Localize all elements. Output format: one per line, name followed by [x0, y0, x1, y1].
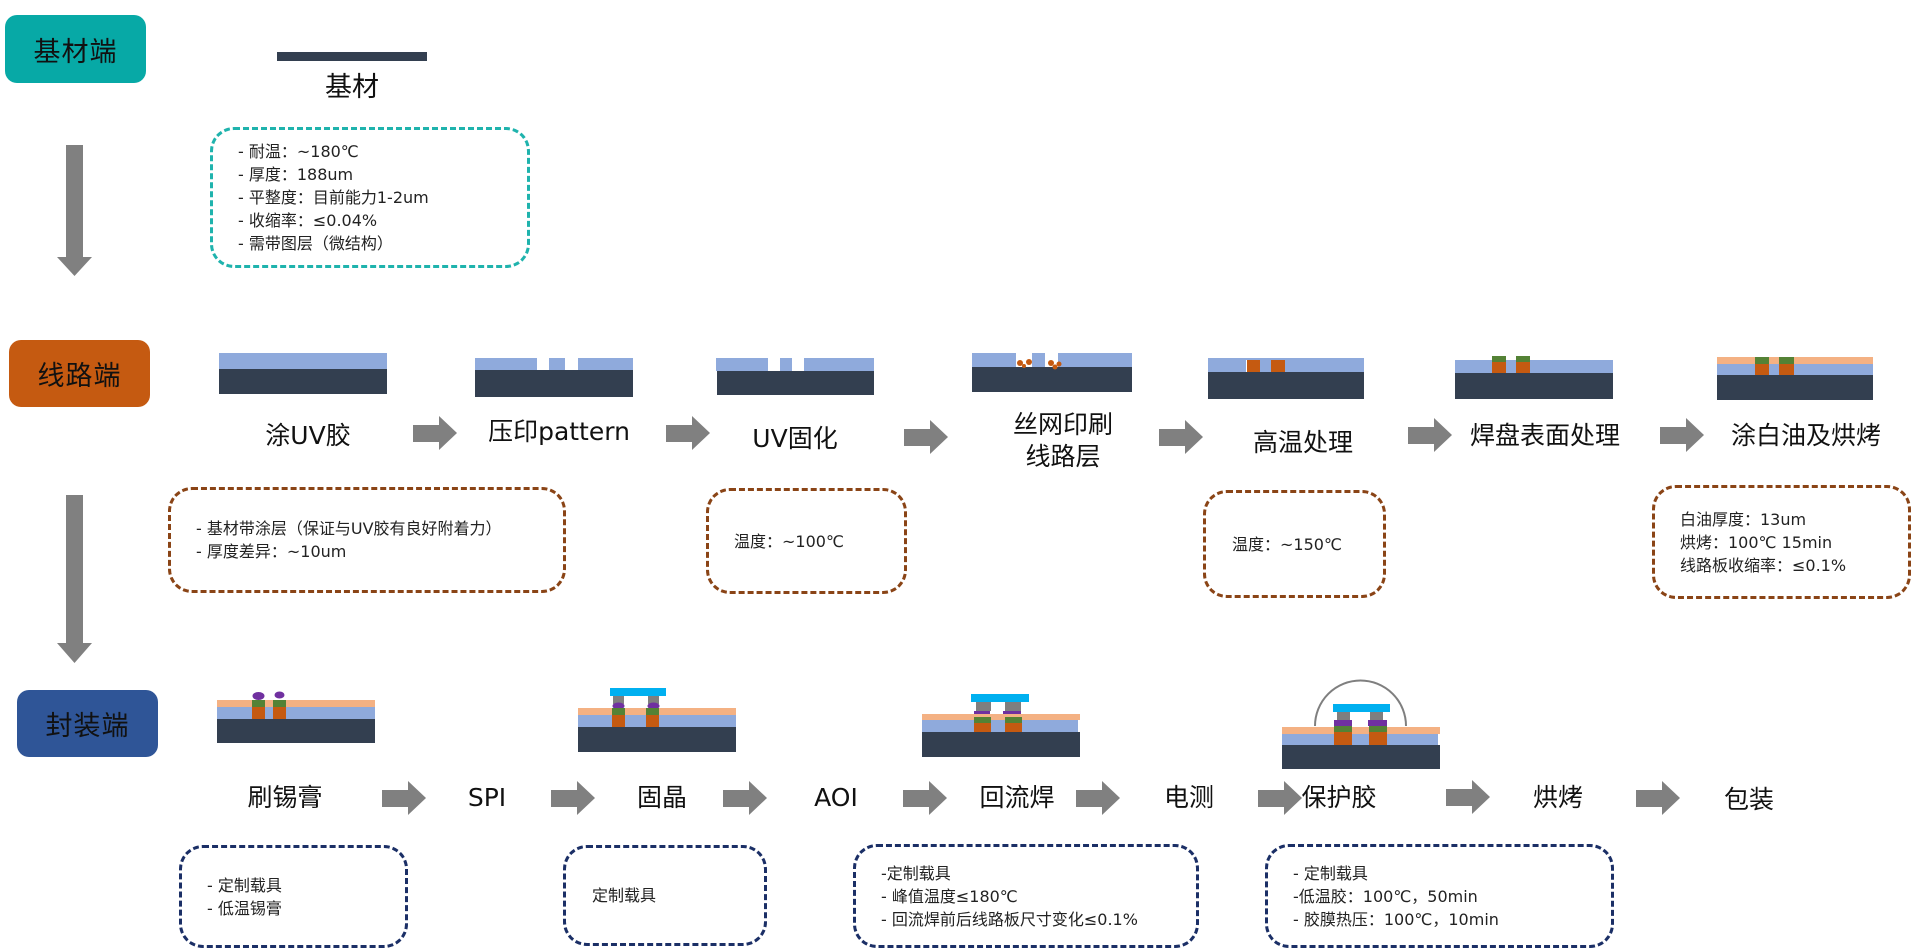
right-arrow-icon: [1258, 781, 1302, 815]
note-line: 白油厚度：13um: [1680, 509, 1807, 529]
note-solder-paste: - 定制载具 - 低温锡膏: [179, 845, 408, 948]
step-label-die-attach: 固晶: [636, 783, 688, 812]
right-arrow-icon: [413, 416, 457, 450]
note-line: - 耐温：~180℃: [238, 142, 359, 161]
step-label-substrate: 基材: [325, 72, 379, 103]
substrate-diagram: [277, 52, 427, 62]
note-line: 定制载具: [592, 886, 657, 905]
down-arrow-icon: [57, 145, 92, 276]
stage-badge-package: 封装端: [17, 690, 158, 757]
note-reflow: -定制载具 - 峰值温度≤180℃ - 回流焊前后线路板尺寸变化≤0.1%: [853, 844, 1199, 948]
right-arrow-icon: [382, 781, 426, 815]
note-line: - 胶膜热压：100℃，10min: [1293, 909, 1499, 929]
note-white-oil: 白油厚度：13um 烘烤：100℃ 15min 线路板收缩率：≤0.1%: [1652, 485, 1911, 599]
step-label-white-oil: 涂白油及烘烤: [1730, 421, 1882, 450]
step-label-aoi: AOI: [814, 783, 858, 812]
right-arrow-icon: [904, 420, 948, 454]
note-uv-coat: - 基材带涂层（保证与UV胶有良好附着力） - 厚度差异：~10um: [168, 487, 566, 593]
stage-badge-substrate: 基材端: [5, 15, 146, 83]
diagram-high-temp: [1208, 358, 1364, 400]
diagram-die-attach: [578, 688, 736, 752]
diagram-reflow: [922, 694, 1080, 758]
note-line: - 基材带涂层（保证与UV胶有良好附着力）: [196, 519, 502, 538]
note-line: - 低温锡膏: [207, 898, 282, 918]
diagram-uv-cure: [716, 358, 874, 398]
note-line: 温度：~100℃: [734, 531, 844, 551]
right-arrow-icon: [1159, 420, 1203, 454]
right-arrow-icon: [723, 781, 767, 815]
step-label-packaging: 包装: [1723, 785, 1775, 814]
step-label-spi: SPI: [467, 783, 507, 812]
note-line: - 需带图层（微结构）: [238, 234, 393, 253]
right-arrow-icon: [1660, 418, 1704, 452]
note-encapsulant: - 定制载具 -低温胶：100℃，50min - 胶膜热压：100℃，10min: [1265, 844, 1614, 948]
step-label-reflow: 回流焊: [979, 783, 1055, 812]
note-line: 温度：~150℃: [1232, 534, 1342, 554]
step-label-bake: 烘烤: [1532, 783, 1584, 812]
right-arrow-icon: [666, 416, 710, 450]
step-label-encapsulant: 保护胶: [1301, 783, 1377, 812]
step-label-line: 丝网印刷: [1012, 410, 1114, 439]
note-line: - 平整度：目前能力1-2um: [238, 188, 429, 207]
note-line: - 峰值温度≤180℃: [881, 886, 1018, 906]
note-line: - 收缩率：≤0.04%: [238, 211, 378, 230]
step-label-line: 线路层: [1025, 442, 1101, 471]
note-line: - 回流焊前后线路板尺寸变化≤0.1%: [881, 909, 1138, 929]
right-arrow-icon: [1636, 781, 1680, 815]
step-label-uv-cure: UV固化: [752, 424, 838, 453]
stage-label-circuit: 线路端: [37, 361, 122, 392]
diagram-encapsulant: [1282, 679, 1440, 769]
note-uv-cure: 温度：~100℃: [706, 488, 907, 594]
step-label-electrical-test: 电测: [1163, 783, 1215, 812]
right-arrow-icon: [1446, 780, 1490, 814]
diagram-uv-coat: [219, 353, 387, 395]
right-arrow-icon: [1076, 781, 1120, 815]
note-line: - 定制载具: [207, 875, 282, 895]
step-label-screen-print: 丝网印刷 线路层: [1013, 409, 1113, 473]
diagram-imprint: [475, 358, 633, 398]
step-label-high-temp: 高温处理: [1252, 428, 1354, 457]
note-line: 线路板收缩率：≤0.1%: [1680, 555, 1847, 575]
step-label-uv-coat: 涂UV胶: [265, 421, 351, 450]
diagram-pad-finish: [1455, 356, 1613, 400]
right-arrow-icon: [1408, 418, 1452, 452]
note-line: - 厚度：188um: [238, 165, 354, 184]
substrate-spec-note: - 耐温：~180℃ - 厚度：188um - 平整度：目前能力1-2um - …: [210, 127, 530, 268]
stage-label-substrate: 基材端: [33, 36, 118, 68]
note-high-temp: 温度：~150℃: [1203, 490, 1386, 598]
diagram-solder-paste: [217, 691, 375, 743]
step-label-solder-paste: 刷锡膏: [247, 783, 323, 812]
step-label-imprint: 压印pattern: [488, 417, 630, 446]
note-line: 烘烤：100℃ 15min: [1680, 532, 1833, 552]
note-line: - 定制载具: [1293, 863, 1368, 883]
note-line: -定制载具: [881, 863, 951, 883]
stage-label-package: 封装端: [45, 711, 130, 742]
step-label-pad-finish: 焊盘表面处理: [1469, 421, 1621, 450]
diagram-white-oil: [1717, 357, 1873, 401]
right-arrow-icon: [903, 781, 947, 815]
stage-badge-circuit: 线路端: [9, 340, 150, 407]
down-arrow-icon: [57, 495, 92, 663]
diagram-screen-print: [972, 353, 1132, 393]
note-line: -低温胶：100℃，50min: [1293, 886, 1478, 906]
note-die-attach: 定制载具: [563, 845, 767, 946]
right-arrow-icon: [551, 781, 595, 815]
note-line: - 厚度差异：~10um: [196, 542, 347, 561]
